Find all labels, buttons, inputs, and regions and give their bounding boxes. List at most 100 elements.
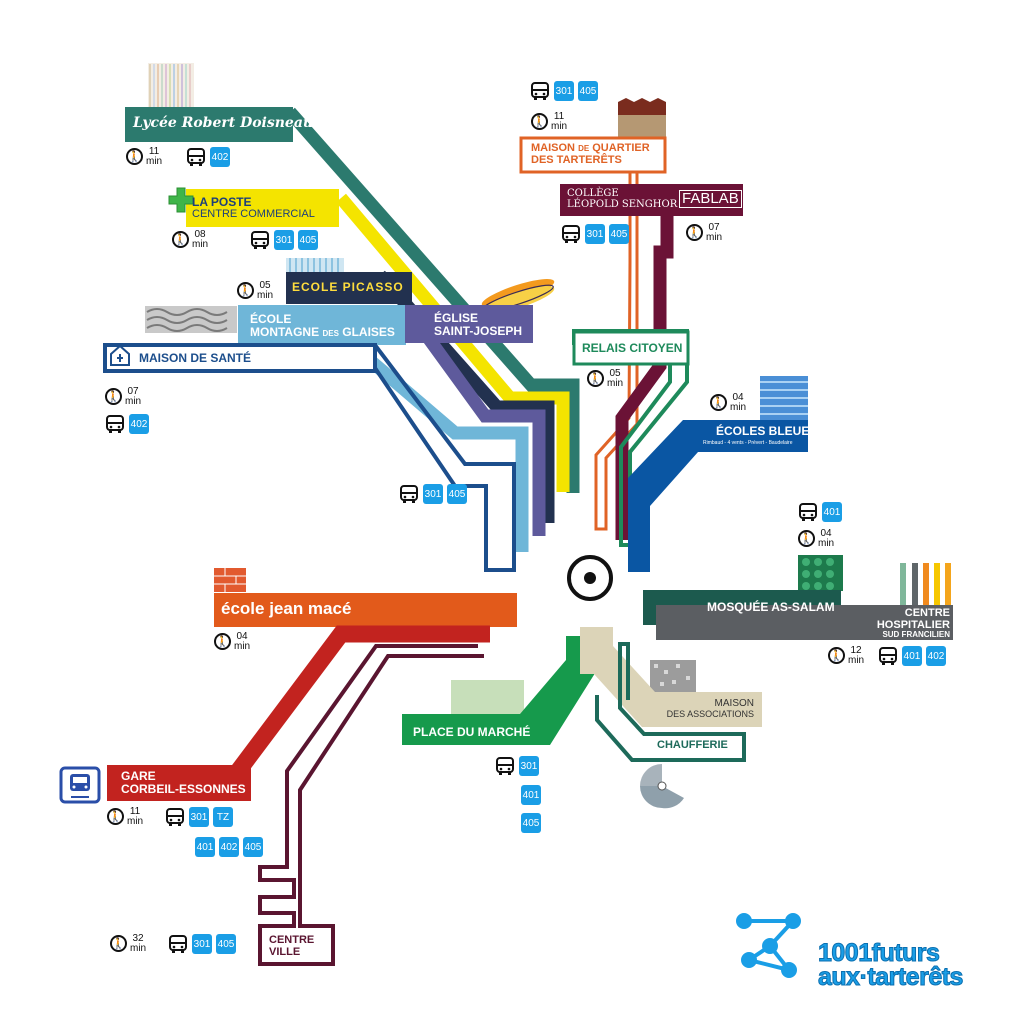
walk-icon: 🚶 xyxy=(172,231,189,248)
maison-quartier-pictogram xyxy=(618,98,666,138)
bus-line-badge: 301 xyxy=(519,756,539,776)
associations-label-1: MAISON xyxy=(714,698,754,709)
bus-line-badge: 405 xyxy=(447,484,467,504)
joseph-label-2: SAINT-JOSEPH xyxy=(434,323,523,338)
mq-w3: QUARTIER xyxy=(592,142,650,154)
college-label-1: COLLÈGE xyxy=(567,188,619,199)
bus-icon xyxy=(168,934,188,954)
bus-line-badge: 401 xyxy=(521,785,541,805)
walk-icon: 🚶 xyxy=(107,808,124,825)
associations-pictogram xyxy=(650,660,696,692)
ecoles-bleues-label: ÉCOLES BLEUES xyxy=(716,424,818,438)
walk-icon: 🚶 xyxy=(214,633,231,650)
bus-icon xyxy=(495,756,515,776)
bus-line-badge: 301 xyxy=(585,224,605,244)
lycee-bus: 402 xyxy=(186,147,230,167)
lycee-pictogram xyxy=(148,63,194,108)
centre-ville-label-1: CENTRE xyxy=(269,934,315,946)
joseph-label-1: ÉGLISE xyxy=(434,311,479,325)
walk-icon: 🚶 xyxy=(798,530,815,547)
associations-label: MAISON DES ASSOCIATIONS xyxy=(654,698,754,719)
bus-line-badge: 405 xyxy=(578,81,598,101)
walk-icon: 🚶 xyxy=(126,148,143,165)
chaufferie-label: CHAUFFERIE xyxy=(657,739,728,751)
maison-quartier-label: MAISON DE QUARTIER DES TARTERÊTS xyxy=(531,142,650,166)
centre-ville-label-2: VILLE xyxy=(269,945,301,958)
mosquee-bus: 401 xyxy=(798,502,842,522)
hopital-label-1: CENTRE xyxy=(904,607,950,619)
college-box xyxy=(560,184,743,216)
hopital-bus: 401 402 xyxy=(878,646,946,666)
ecoles-bleues-sub: Rimbaud - 4 vents - Prévert - Baudelaire xyxy=(703,440,793,446)
bus-line-badge: 405 xyxy=(521,813,541,833)
marche-bus: 301 xyxy=(495,756,539,776)
bus-icon xyxy=(878,646,898,666)
hopital-label: CENTRE HOSPITALIER SUD FRANCILIEN xyxy=(840,607,950,639)
chaufferie-line xyxy=(595,642,746,762)
hopital-pictogram xyxy=(900,563,951,605)
marche-pictogram xyxy=(451,680,524,714)
jean-mace-line xyxy=(214,593,517,627)
train-icon xyxy=(59,766,101,804)
bus-line-badge: 402 xyxy=(219,837,239,857)
associations-label-2: DES ASSOCIATIONS xyxy=(666,708,754,719)
poste-bus: 301 405 xyxy=(250,230,318,250)
chaufferie-pictogram xyxy=(640,764,684,809)
bus-line-badge: 401 xyxy=(902,646,922,666)
gare-bus-2: 401 402 405 xyxy=(195,837,263,857)
maison-quartier-box xyxy=(519,136,667,174)
maison-quartier-label-2: DES TARTERÊTS xyxy=(531,153,622,166)
ecoles-bleues-line xyxy=(628,420,808,572)
mosquee-pictogram xyxy=(798,555,843,591)
gare-box xyxy=(107,765,251,801)
bus-line-badge: 401 xyxy=(822,502,842,522)
bus-line-badge: 301 xyxy=(274,230,294,250)
marche-label: PLACE DU MARCHÉ xyxy=(413,725,531,739)
gare-label-2: CORBEIL-ESSONNES xyxy=(121,781,246,796)
bus-line-badge: 301 xyxy=(189,807,209,827)
mq-w2: DE xyxy=(578,144,590,153)
sante-label: MAISON DE SANTÉ xyxy=(139,351,252,365)
bus-line-badge: 405 xyxy=(609,224,629,244)
bus-line-badge: 405 xyxy=(298,230,318,250)
brand-line-1: 1001futurs xyxy=(818,939,941,967)
brand-logo-icon xyxy=(736,913,801,978)
montagne-des: DES xyxy=(322,328,339,338)
bus-line-badge: 402 xyxy=(129,414,149,434)
bus-icon xyxy=(165,807,185,827)
walk-icon: 🚶 xyxy=(686,224,703,241)
gare-label-1: GARE xyxy=(121,769,156,783)
bus-line-badge: 301 xyxy=(554,81,574,101)
montagne-glaises: GLAISES xyxy=(342,324,395,339)
poste-label-1: LA POSTE xyxy=(192,195,252,209)
ecoles-bleues-pictogram xyxy=(760,376,808,421)
walk-icon: 🚶 xyxy=(237,282,254,299)
bus-line-badge: TZ xyxy=(213,807,233,827)
lycee-line xyxy=(285,107,580,493)
bus-line-badge: 405 xyxy=(216,934,236,954)
brand-wordmark: 1001futurs aux·tarterêts xyxy=(818,939,964,989)
bus-line-badge: 301 xyxy=(423,484,443,504)
bus-icon xyxy=(250,230,270,250)
picasso-label: ECOLE PICASSO xyxy=(292,280,404,294)
bus-icon xyxy=(798,502,818,522)
sante-bus: 402 xyxy=(105,414,149,434)
associations-line xyxy=(580,627,762,727)
